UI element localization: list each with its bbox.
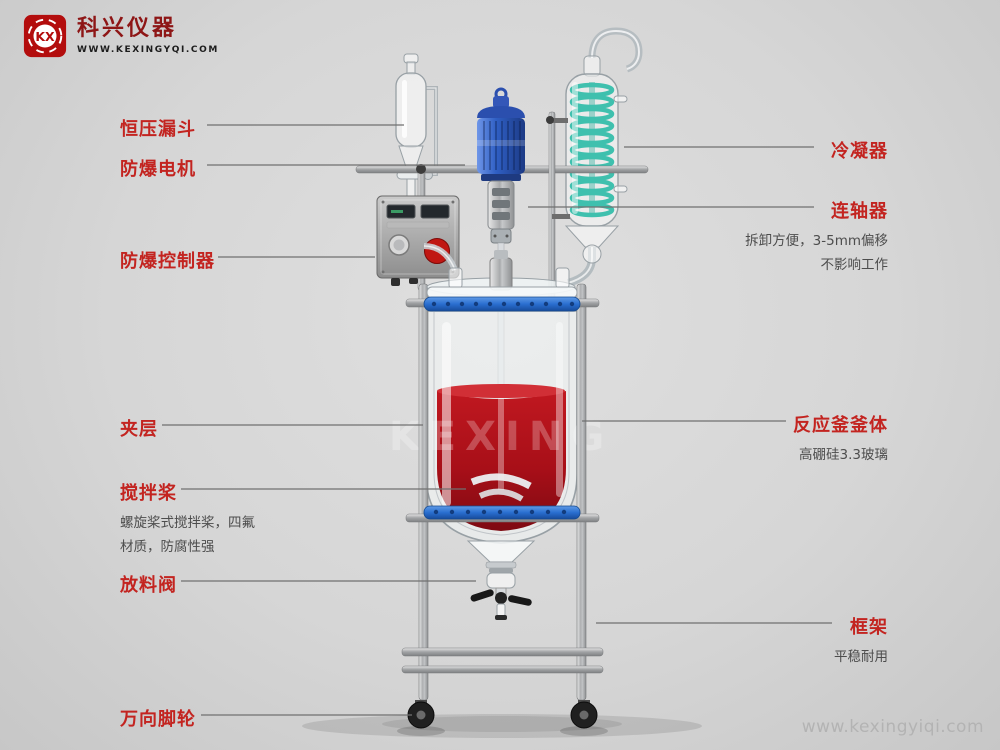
label-title: 框架 bbox=[850, 617, 888, 638]
clamp-bolts-bottom bbox=[433, 509, 567, 515]
label-desc: 高硼硅3.3玻璃 bbox=[793, 444, 888, 468]
floor-shadow bbox=[302, 714, 702, 738]
brand-mark-text: KX bbox=[35, 29, 55, 44]
coupling-graphic bbox=[490, 228, 512, 244]
label-title: 防爆电机 bbox=[120, 159, 196, 180]
label-universal-caster: 万向脚轮 bbox=[120, 705, 196, 731]
label-frame: 框架 平稳耐用 bbox=[834, 613, 888, 670]
bottom-assembly bbox=[423, 505, 581, 620]
drain-cone bbox=[466, 540, 536, 563]
label-title: 防爆控制器 bbox=[120, 251, 215, 272]
label-title: 夹层 bbox=[120, 419, 158, 440]
controller-graphic bbox=[376, 195, 460, 286]
label-title: 万向脚轮 bbox=[120, 709, 196, 730]
label-jacket: 夹层 bbox=[120, 415, 158, 441]
label-desc: 平稳耐用 bbox=[834, 646, 888, 670]
red-liquid bbox=[437, 391, 566, 531]
brand-name: 科兴仪器 bbox=[77, 16, 178, 42]
label-desc-line: 材质，防腐性强 bbox=[120, 538, 215, 555]
label-title: 反应釜釜体 bbox=[793, 415, 888, 436]
stirrer-bearing bbox=[489, 257, 513, 291]
caster-right bbox=[570, 700, 598, 729]
label-explosion-proof-motor: 防爆电机 bbox=[120, 155, 196, 181]
label-reactor-body: 反应釜釜体 高硼硅3.3玻璃 bbox=[793, 411, 888, 468]
label-coupling: 连轴器 拆卸方便，3-5mm偏移 不影响工作 bbox=[745, 197, 888, 277]
label-desc-line: 高硼硅3.3玻璃 bbox=[799, 447, 888, 463]
reactor-vessel: KEXING bbox=[389, 310, 604, 544]
clamp-bolts-top bbox=[431, 301, 575, 307]
label-desc-line: 不影响工作 bbox=[820, 256, 889, 273]
label-desc-line: 螺旋桨式搅拌桨，四氟 bbox=[120, 515, 255, 531]
brand-logo: KX 科兴仪器 WWW.KEXINGYQI.COM bbox=[22, 13, 219, 59]
label-desc: 拆卸方便，3-5mm偏移 不影响工作 bbox=[745, 230, 888, 277]
brand-logo-icon: KX bbox=[23, 14, 67, 58]
label-constant-pressure-funnel: 恒压漏斗 bbox=[120, 115, 196, 141]
inner-vessel-wall bbox=[433, 312, 570, 536]
stirrer-propeller bbox=[470, 473, 532, 490]
label-title: 连轴器 bbox=[831, 201, 888, 222]
lid-assembly bbox=[423, 243, 581, 312]
discharge-valve-graphic bbox=[470, 561, 532, 620]
leader-lines bbox=[162, 124, 832, 716]
brand-url: WWW.KEXINGYQI.COM bbox=[77, 44, 219, 55]
label-stirring-paddle: 搅拌桨 螺旋桨式搅拌桨，四氟 材质，防腐性强 bbox=[120, 479, 255, 559]
label-explosion-proof-controller: 防爆控制器 bbox=[120, 247, 215, 273]
label-title: 冷凝器 bbox=[831, 141, 888, 162]
label-condenser: 冷凝器 bbox=[831, 137, 888, 163]
motor-fins bbox=[483, 121, 521, 170]
label-title: 搅拌桨 bbox=[120, 483, 177, 504]
label-desc-line: 拆卸方便，3-5mm偏移 bbox=[745, 233, 888, 249]
condenser-graphic bbox=[564, 27, 643, 287]
label-title: 恒压漏斗 bbox=[120, 119, 196, 140]
caster-left bbox=[407, 700, 435, 729]
label-title: 放料阀 bbox=[120, 575, 177, 596]
label-desc: 螺旋桨式搅拌桨，四氟 材质，防腐性强 bbox=[120, 512, 255, 559]
label-discharge-valve: 放料阀 bbox=[120, 571, 177, 597]
label-desc-line: 平稳耐用 bbox=[834, 649, 888, 665]
site-watermark: www.kexingyiqi.com bbox=[801, 717, 984, 737]
